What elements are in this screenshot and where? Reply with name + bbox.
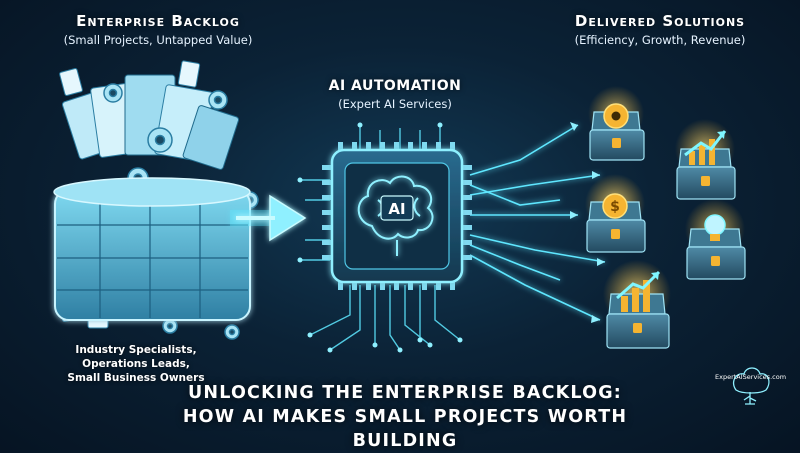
headline-line-2: HOW AI MAKES SMALL PROJECTS WORTH BUILDI…	[182, 407, 628, 451]
headline-line-1: UNLOCKING THE ENTERPRISE BACKLOG:	[188, 383, 622, 403]
output-arrows	[469, 124, 606, 321]
circuit-traces	[300, 125, 461, 351]
backlog-storage-bin	[53, 60, 259, 340]
audience-line: Small Business Owners	[67, 372, 205, 384]
ai-title: AI Automation	[328, 78, 462, 94]
ai-subtitle: (Expert AI Services)	[338, 97, 452, 111]
solutions-subtitle: (Efficiency, Growth, Revenue)	[574, 33, 746, 47]
audience-line: Industry Specialists,	[75, 344, 197, 356]
ai-section-title: AI Automation (Expert AI Services)	[295, 78, 495, 111]
tree-brain-logo-icon	[732, 367, 770, 405]
backlog-section-title: Enterprise Backlog (Small Projects, Unta…	[28, 12, 288, 47]
solutions-title: Delivered Solutions	[574, 12, 746, 30]
output-arrowheads	[570, 122, 605, 323]
solutions-section-title: Delivered Solutions (Efficiency, Growth,…	[535, 12, 785, 47]
chip-label: AI	[388, 200, 405, 218]
lightbulb-icon	[704, 214, 726, 241]
ai-chip: AI	[322, 142, 472, 290]
headline: UNLOCKING THE ENTERPRISE BACKLOG: HOW AI…	[140, 381, 670, 453]
svg-text:$: $	[610, 199, 620, 215]
circuit-nodes	[297, 122, 463, 353]
solution-chest	[675, 119, 736, 200]
brand: ExpertAIServices.com	[715, 372, 787, 381]
backlog-folders	[61, 74, 240, 170]
growth-chart-icon	[684, 130, 727, 165]
solution-chest	[588, 86, 645, 161]
dollar-coin-icon: $	[602, 193, 628, 219]
backlog-title: Enterprise Backlog	[76, 12, 240, 30]
gear-icon	[603, 103, 629, 129]
solution-chest-list: $	[585, 86, 746, 349]
bar-chart-icon	[616, 270, 661, 312]
solution-chest	[603, 260, 671, 349]
brand-name: ExpertAIServices.com	[715, 373, 787, 381]
input-arrow	[230, 194, 307, 242]
solution-chest: $	[585, 174, 646, 253]
solution-chest	[685, 199, 746, 280]
audience-list: Industry Specialists, Operations Leads, …	[36, 343, 236, 385]
backlog-subtitle: (Small Projects, Untapped Value)	[63, 33, 253, 47]
audience-line: Operations Leads,	[82, 358, 190, 370]
